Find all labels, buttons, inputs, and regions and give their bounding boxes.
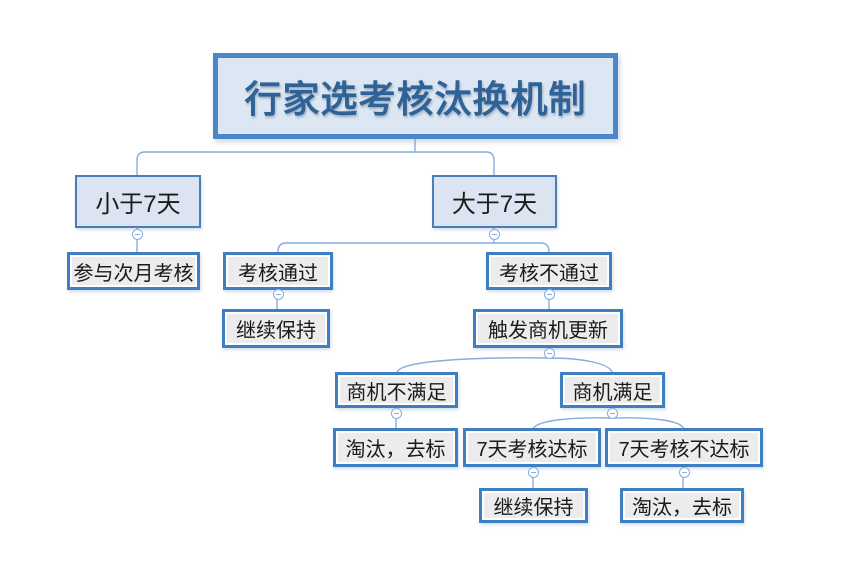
node-eliminate-remove-label-2[interactable]: 淘汰，去标 [620,488,744,523]
node-keep-status-1[interactable]: 继续保持 [222,309,330,348]
minus-icon [491,233,497,235]
connector-title-split [136,151,495,175]
node-less-than-7-days[interactable]: 小于7天 [75,175,201,228]
node-keep-status-2[interactable]: 继续保持 [479,488,588,523]
toggle-assessment-passed[interactable] [272,288,284,300]
toggle-trigger-opportunity-update[interactable] [543,347,555,359]
node-assessment-passed[interactable]: 考核通过 [223,252,333,290]
node-opportunity-not-met[interactable]: 商机不满足 [335,372,458,408]
node-opportunity-met[interactable]: 商机满足 [560,372,665,408]
node-eliminate-remove-label-1[interactable]: 淘汰，去标 [333,428,458,467]
connector-trigger-to-opp-met [548,357,613,373]
toggle-seven-day-assessment-met[interactable] [527,466,539,478]
minus-icon [134,233,140,235]
minus-icon [546,352,552,354]
minus-icon [609,412,615,414]
minus-icon [275,293,281,295]
minus-icon [530,471,536,473]
toggle-less-than-7-days[interactable] [131,228,143,240]
node-more-than-7-days[interactable]: 大于7天 [432,175,557,228]
node-root-title[interactable]: 行家选考核汰换机制 [213,53,618,139]
connector-opp-met-to-7day-met [532,417,613,430]
node-seven-day-assessment-met[interactable]: 7天考核达标 [463,428,601,467]
node-assessment-failed[interactable]: 考核不通过 [486,252,612,290]
node-trigger-opportunity-update[interactable]: 触发商机更新 [473,309,623,348]
toggle-assessment-failed[interactable] [543,288,555,300]
connector-opp-met-to-7day-not-met [611,417,685,430]
minus-icon [546,293,552,295]
toggle-more-than-7-days[interactable] [488,228,500,240]
toggle-opportunity-not-met[interactable] [390,407,402,419]
minus-icon [681,471,687,473]
toggle-seven-day-assessment-not-met[interactable] [678,466,690,478]
minus-icon [393,412,399,414]
node-join-next-month-assessment[interactable]: 参与次月考核 [67,252,200,290]
connector-gt7-split [277,242,550,253]
node-seven-day-assessment-not-met[interactable]: 7天考核不达标 [605,428,763,467]
toggle-opportunity-met[interactable] [606,407,618,419]
connector-trigger-to-opp-not-met [396,357,550,373]
